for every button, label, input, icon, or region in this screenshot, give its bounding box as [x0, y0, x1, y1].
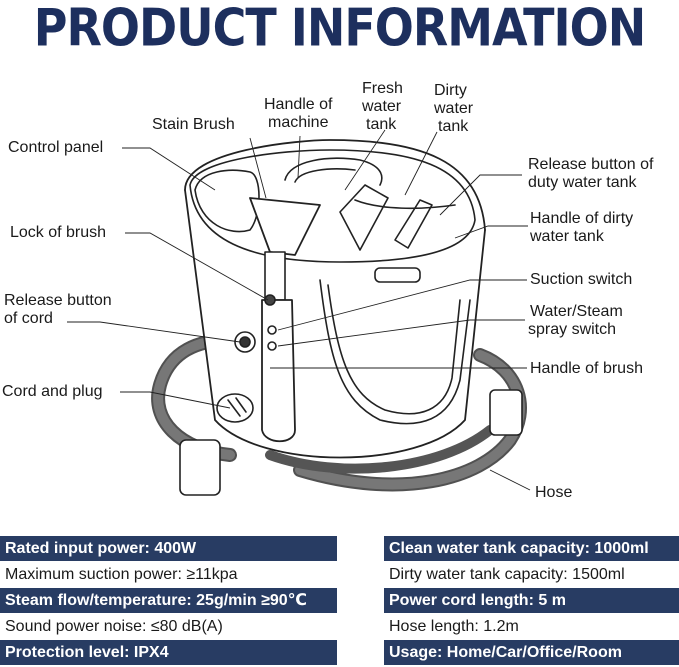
- product-diagram: Stain Brush Handle of machine Fresh wate…: [0, 62, 679, 524]
- spec-row: Clean water tank capacity: 1000ml: [384, 536, 679, 561]
- hose-coil: [151, 333, 527, 496]
- label-dirty-tank-2: water: [434, 100, 474, 117]
- spec-row: Hose length: 1.2m: [384, 614, 679, 639]
- label-fresh-tank-1: Fresh: [362, 80, 403, 97]
- label-lock-brush: Lock of brush: [10, 224, 107, 241]
- label-release-cord-2: of cord: [4, 310, 53, 327]
- label-fresh-tank-3: tank: [366, 116, 397, 133]
- label-suction-switch: Suction switch: [530, 271, 633, 288]
- label-handle-dirty-2: water tank: [530, 228, 604, 245]
- label-control-panel: Control panel: [8, 139, 104, 156]
- label-water-steam-2: spray switch: [528, 321, 617, 338]
- spec-row: Dirty water tank capacity: 1500ml: [384, 562, 679, 587]
- spec-table: Rated input power: 400W Maximum suction …: [0, 528, 679, 667]
- page-title: PRODUCT INFORMATION: [33, 0, 646, 59]
- spec-row: Usage: Home/Car/Office/Room: [384, 640, 679, 665]
- label-dirty-tank-3: tank: [438, 118, 469, 135]
- label-handle-machine-2: machine: [268, 114, 329, 131]
- spec-row: Sound power noise: ≤80 dB(A): [0, 614, 337, 639]
- label-handle-brush: Handle of brush: [530, 360, 643, 377]
- label-hose: Hose: [535, 484, 573, 501]
- label-dirty-tank-1: Dirty: [434, 82, 467, 99]
- spec-row: Steam flow/temperature: 25g/min ≥90℃: [0, 588, 337, 613]
- label-release-duty-2: duty water tank: [528, 174, 637, 191]
- label-stain-brush: Stain Brush: [152, 116, 235, 133]
- label-fresh-tank-2: water: [362, 98, 402, 115]
- label-handle-machine-1: Handle of: [264, 96, 333, 113]
- spec-row: Protection level: IPX4: [0, 640, 337, 665]
- label-release-cord-1: Release button: [4, 292, 112, 309]
- spec-row: Power cord length: 5 m: [384, 588, 679, 613]
- label-handle-dirty-1: Handle of dirty: [530, 210, 634, 227]
- machine-illustration: [67, 129, 531, 496]
- label-cord-plug: Cord and plug: [2, 383, 103, 400]
- spec-row: Maximum suction power: ≥11kpa: [0, 562, 337, 587]
- spec-row: Rated input power: 400W: [0, 536, 337, 561]
- label-water-steam-1: Water/Steam: [530, 303, 623, 320]
- label-release-duty-1: Release button of: [528, 156, 654, 173]
